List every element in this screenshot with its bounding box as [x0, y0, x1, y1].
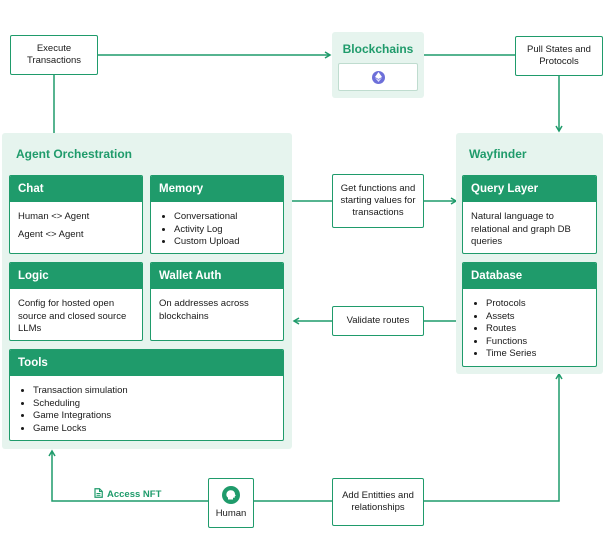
chat-card: Chat Human <> Agent Agent <> Agent	[9, 175, 143, 254]
blockchains-title: Blockchains	[342, 42, 414, 56]
blockchain-list	[338, 63, 418, 91]
database-card: Database Protocols Assets Routes Functio…	[462, 262, 597, 367]
chat-title: Chat	[10, 176, 142, 202]
pull-states-note: Pull States and Protocols	[515, 36, 603, 76]
list-item: Activity Log	[174, 224, 275, 237]
agent-orchestration-title: Agent Orchestration	[16, 147, 133, 161]
get-functions-note: Get functions and starting values for tr…	[332, 174, 424, 228]
list-item: Assets	[486, 311, 588, 324]
wallet-auth-card: Wallet Auth On addresses across blockcha…	[150, 262, 284, 341]
access-nft-label: Access NFT	[94, 487, 161, 501]
memory-card: Memory Conversational Activity Log Custo…	[150, 175, 284, 254]
query-layer-title: Query Layer	[463, 176, 596, 202]
validate-routes-label: Validate routes	[346, 315, 410, 326]
list-item: Time Series	[486, 348, 588, 361]
wallet-auth-text: On addresses across blockchains	[159, 298, 249, 322]
list-item: Conversational	[174, 211, 275, 224]
blockchains-panel: Blockchains	[332, 32, 424, 98]
list-item: Scheduling	[33, 398, 275, 411]
logic-text: Config for hosted open source and closed…	[18, 298, 127, 334]
chat-line: Human <> Agent	[18, 211, 90, 222]
human-head-icon	[222, 486, 240, 504]
tools-card: Tools Transaction simulation Scheduling …	[9, 349, 284, 441]
list-item: Game Integrations	[33, 410, 275, 423]
list-item: Routes	[486, 323, 588, 336]
memory-title: Memory	[151, 176, 283, 202]
chat-line: Agent <> Agent	[18, 228, 84, 240]
access-nft-text: Access NFT	[107, 488, 162, 500]
list-item: Transaction simulation	[33, 385, 275, 398]
query-layer-text: Natural language to relational and graph…	[471, 211, 571, 247]
execute-transactions-label: Execute Transactions	[26, 43, 82, 66]
human-node: Human	[208, 478, 254, 528]
tools-title: Tools	[10, 350, 283, 376]
list-item: Protocols	[486, 298, 588, 311]
human-label: Human	[215, 508, 247, 519]
document-icon	[94, 487, 103, 501]
wayfinder-title: Wayfinder	[469, 147, 527, 161]
wallet-auth-title: Wallet Auth	[151, 263, 283, 289]
list-item: Custom Upload	[174, 236, 275, 249]
list-item: Game Locks	[33, 423, 275, 436]
add-entities-label: Add Entitties and relationships	[342, 490, 414, 513]
add-entities-note: Add Entitties and relationships	[332, 478, 424, 526]
database-title: Database	[463, 263, 596, 289]
execute-transactions-note: Execute Transactions	[10, 35, 98, 75]
query-layer-card: Query Layer Natural language to relation…	[462, 175, 597, 254]
validate-routes-note: Validate routes	[332, 306, 424, 336]
list-item: Functions	[486, 336, 588, 349]
logic-card: Logic Config for hosted open source and …	[9, 262, 143, 341]
logic-title: Logic	[10, 263, 142, 289]
pull-states-label: Pull States and Protocols	[527, 44, 591, 67]
get-functions-label: Get functions and starting values for tr…	[340, 183, 416, 218]
ethereum-icon	[371, 70, 385, 84]
